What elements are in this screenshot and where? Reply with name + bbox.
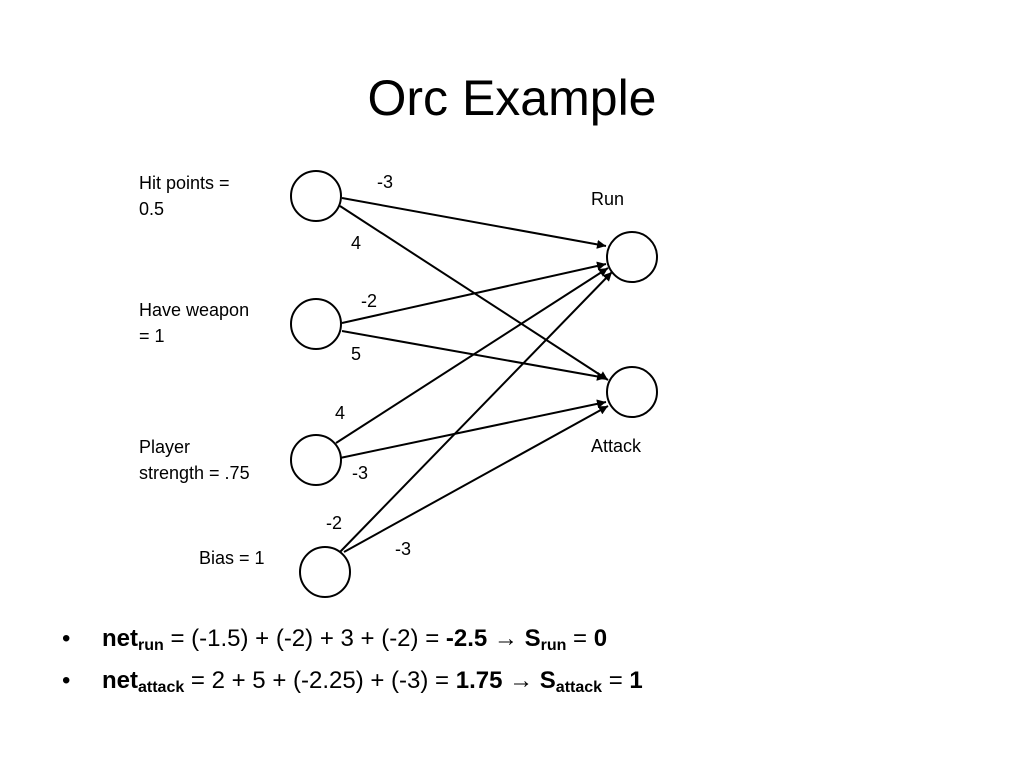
weight-hit-points-attack: 4 — [351, 233, 362, 253]
input-label-have-weapon: Have weapon = 1 — [139, 300, 250, 346]
edge-bias-attack — [343, 405, 609, 553]
arrow-icon: → — [509, 667, 534, 694]
bullet-net-run: netrun = (-1.5) + (-2) + 3 + (-2) = -2.5… — [62, 618, 643, 660]
s-attack-symbol: S — [539, 667, 556, 694]
edge-hit-points-run — [341, 197, 607, 249]
s-attack-value: 1 — [629, 667, 643, 694]
weight-hit-points-run: -3 — [377, 172, 394, 192]
slide-title: Orc Example — [367, 70, 657, 126]
s-attack-equals: = — [602, 667, 630, 694]
s-run-value: 0 — [593, 625, 608, 652]
net-run-expression: = (-1.5) + (-2) + 3 + (-2) = — [163, 625, 446, 652]
node-attack — [606, 366, 658, 418]
node-hit-points — [290, 170, 342, 222]
bullet-net-attack: netattack = 2 + 5 + (-2.25) + (-3) = 1.7… — [62, 660, 643, 702]
input-label-player-strength: Player strength = .75 — [139, 437, 250, 483]
edge-strength-attack — [339, 399, 607, 459]
weight-bias-run: -2 — [326, 513, 343, 533]
computation-bullet-list: netrun = (-1.5) + (-2) + 3 + (-2) = -2.5… — [62, 618, 643, 702]
net-attack-expression: = 2 + 5 + (-2.25) + (-3) = — [184, 667, 456, 694]
net-run-result: -2.5 — [445, 625, 488, 652]
net-attack-symbol: net — [102, 667, 138, 694]
s-run-subscript: run — [540, 637, 567, 654]
edge-weapon-run — [341, 261, 607, 324]
net-run-symbol: net — [102, 625, 138, 652]
net-attack-result: 1.75 — [455, 667, 503, 694]
weight-weapon-attack: 5 — [351, 344, 362, 364]
output-label-run: Run — [591, 189, 625, 209]
net-attack-subscript: attack — [138, 679, 185, 696]
node-run — [606, 231, 658, 283]
edge-strength-run — [335, 267, 609, 444]
weight-weapon-run: -2 — [361, 291, 378, 311]
output-label-attack: Attack — [591, 436, 642, 456]
net-run-subscript: run — [138, 637, 164, 654]
node-player-strength — [290, 434, 342, 486]
s-run-equals: = — [566, 625, 594, 652]
s-run-symbol: S — [524, 625, 541, 652]
weight-bias-attack: -3 — [395, 539, 412, 559]
weight-strength-attack: -3 — [352, 463, 369, 483]
s-attack-subscript: attack — [555, 679, 603, 696]
arrow-icon: → — [493, 625, 518, 652]
input-label-bias: Bias = 1 — [199, 548, 265, 568]
node-bias — [299, 546, 351, 598]
weight-strength-run: 4 — [335, 403, 346, 423]
input-label-hit-points: Hit points = 0.5 — [139, 173, 230, 219]
node-have-weapon — [290, 298, 342, 350]
edge-bias-run — [339, 271, 613, 553]
